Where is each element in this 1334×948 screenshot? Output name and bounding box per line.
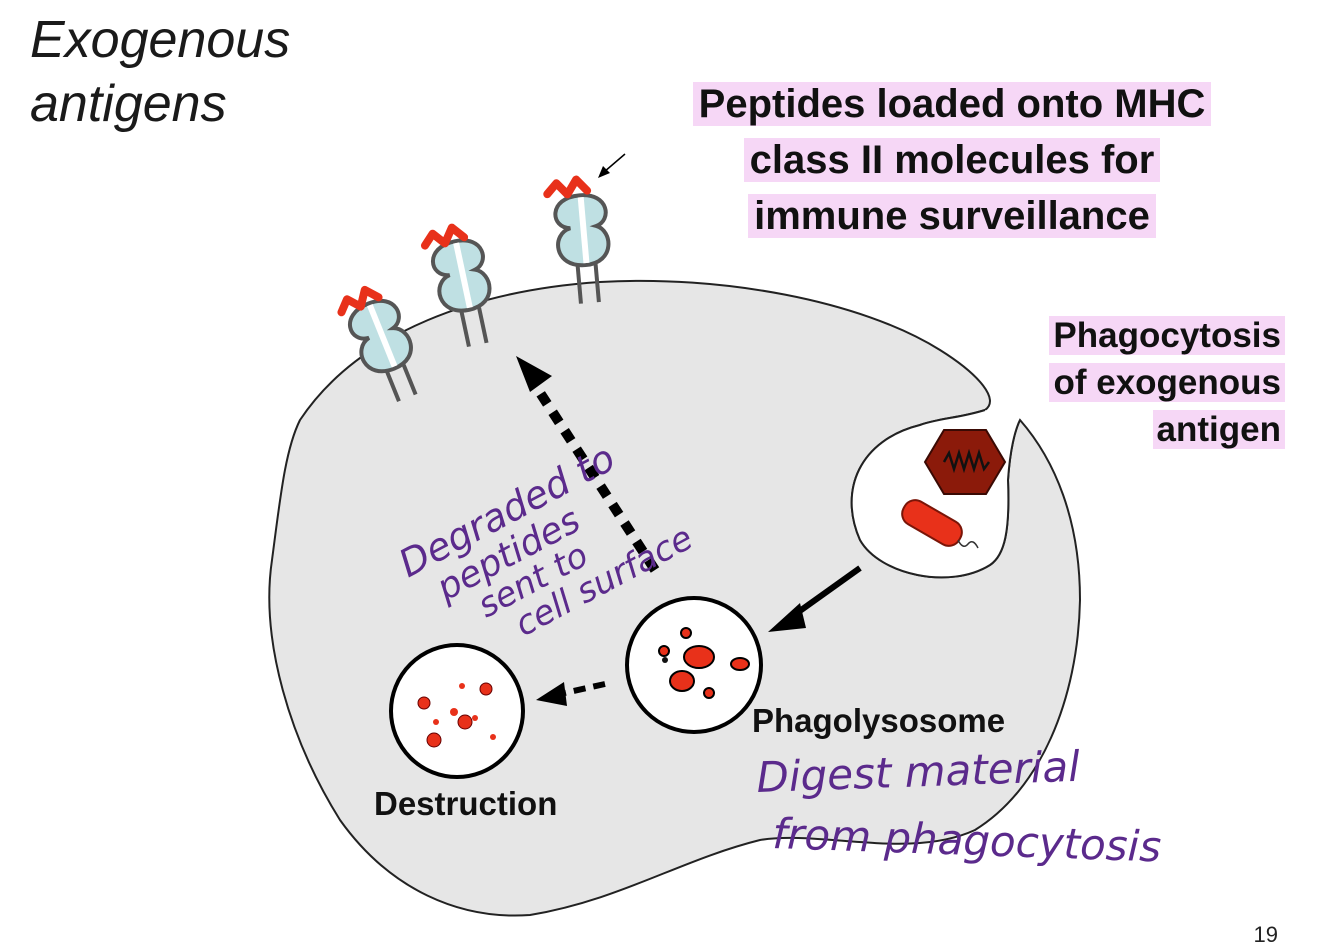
destruction-vesicle xyxy=(391,645,523,777)
phagocytosis-callout-line-1: Phagocytosis xyxy=(1049,316,1285,355)
handwritten-digest-line-1: Digest material xyxy=(756,742,1081,802)
mhc-callout-line-3: immune surveillance xyxy=(748,194,1156,238)
destruction-label: Destruction xyxy=(374,785,557,823)
phagocytosis-callout-line-2: of exogenous xyxy=(1049,363,1285,402)
handwritten-digest-line-2: from phagocytosis xyxy=(772,809,1162,872)
phagolysosome-vesicle xyxy=(627,598,761,732)
title-line-1: Exogenous xyxy=(30,8,290,72)
title-line-2: antigens xyxy=(30,72,290,136)
phagocytosis-callout: Phagocytosis of exogenous antigen xyxy=(985,312,1285,453)
mhc-callout-line-1: Peptides loaded onto MHC xyxy=(693,82,1212,126)
phagocytosis-callout-line-3: antigen xyxy=(1153,410,1285,449)
page-number: 19 xyxy=(1254,922,1278,948)
mhc-callout-line-2: class II molecules for xyxy=(744,138,1161,182)
page-title: Exogenous antigens xyxy=(30,8,290,136)
phagolysosome-label: Phagolysosome xyxy=(752,702,1005,740)
mhc-callout: Peptides loaded onto MHC class II molecu… xyxy=(632,76,1272,244)
peptide-pointer-arrow xyxy=(598,154,625,178)
